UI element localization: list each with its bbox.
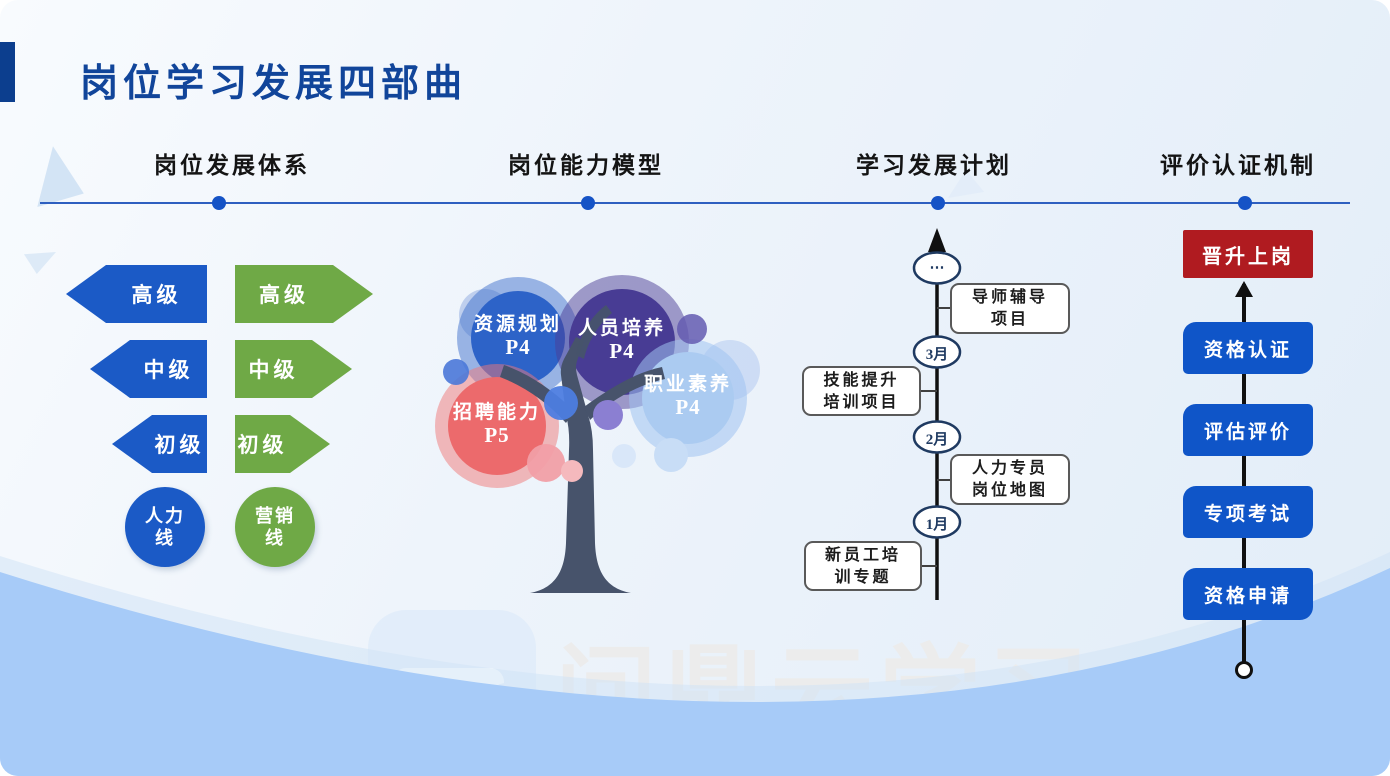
level-arrow-mkt-middle: 中级 — [235, 340, 352, 398]
milestone-label-february: 2月 — [925, 432, 949, 448]
bubble-professionalism — [642, 352, 734, 444]
milestone-ellipse-more — [912, 251, 962, 285]
bubble-label-people-development: 人员培养 P4 — [577, 318, 666, 363]
bubble-label-resource-planning: 资源规划 P4 — [473, 314, 562, 359]
level-arrow-mkt-junior: 初级 — [235, 415, 330, 473]
divider-dot — [212, 196, 226, 210]
section-header-certification: 评价认证机制 — [1160, 152, 1316, 178]
bubble-recruiting — [448, 377, 546, 475]
divider-dot — [931, 196, 945, 210]
level-arrow-hr-junior: 初级 — [112, 415, 207, 473]
bubble-label-recruiting: 招聘能力 P5 — [452, 402, 541, 447]
milestone-label-more: ⋯ — [929, 260, 945, 276]
page-title: 岗位学习发展四部曲 — [80, 63, 468, 105]
divider-dot — [581, 196, 595, 210]
cert-step-exam: 专项考试 — [1183, 486, 1313, 538]
level-arrow-hr-middle: 中级 — [90, 340, 207, 398]
title-accent-bar — [0, 42, 15, 102]
bubble-label-professionalism: 职业素养 P4 — [643, 374, 732, 419]
cert-step-promotion: 晋升上岗 — [1183, 230, 1313, 278]
milestone-ellipse-january — [912, 505, 962, 539]
timeline — [912, 228, 962, 600]
divider-dot — [1238, 196, 1252, 210]
cert-step-evaluation: 评估评价 — [1183, 404, 1313, 456]
watermark-text: 问鼎云学习 — [555, 637, 1095, 751]
bg-triangle — [29, 143, 85, 207]
cert-step-application: 资格申请 — [1183, 568, 1313, 620]
milestone-ellipse-march — [912, 335, 962, 369]
section-header-capability-model: 岗位能力模型 — [508, 152, 664, 178]
capability-tree — [435, 275, 760, 593]
cert-step-qualification: 资格认证 — [1183, 322, 1313, 374]
timeline-arrow-icon — [928, 228, 946, 252]
timeline-item-skill-training: 技能提升 培训项目 — [802, 366, 921, 416]
timeline-item-mentoring: 导师辅导 项目 — [950, 283, 1070, 334]
cert-flow-end-circle — [1235, 661, 1253, 679]
timeline-item-position-map: 人力专员 岗位地图 — [950, 454, 1070, 505]
section-header-development-system: 岗位发展体系 — [154, 152, 310, 178]
level-arrow-mkt-senior: 高级 — [235, 265, 373, 323]
track-circle-hr: 人力 线 — [125, 487, 205, 567]
watermark-logo — [368, 610, 536, 776]
milestone-ellipse-february — [912, 420, 962, 454]
level-arrow-hr-senior: 高级 — [66, 265, 207, 323]
section-header-learning-plan: 学习发展计划 — [856, 152, 1012, 178]
milestone-label-january: 1月 — [925, 517, 949, 533]
track-circle-marketing: 营销 线 — [235, 487, 315, 567]
timeline-item-newhire-training: 新员工培 训专题 — [804, 541, 922, 591]
section-divider-line — [40, 202, 1350, 204]
milestone-label-march: 3月 — [925, 347, 949, 363]
bg-triangle — [24, 252, 56, 274]
cert-flow-arrow-icon — [1235, 281, 1253, 297]
cert-flow-line — [1242, 284, 1246, 670]
bubble-resource-planning — [471, 291, 565, 385]
